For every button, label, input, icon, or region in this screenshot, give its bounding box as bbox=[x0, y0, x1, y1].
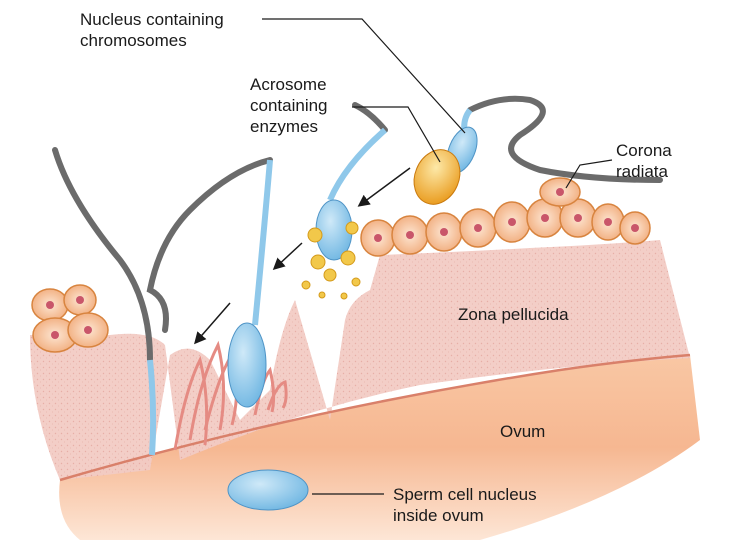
midpiece-far-left bbox=[150, 360, 153, 455]
tail-middle bbox=[355, 105, 385, 130]
tail-left bbox=[150, 160, 270, 330]
label-nucleus-line1: Nucleus containing bbox=[80, 9, 224, 30]
midpiece-left bbox=[255, 160, 270, 325]
label-corona-radiata: Corona radiata bbox=[616, 140, 672, 182]
arrow-3 bbox=[196, 303, 230, 342]
label-acrosome: Acrosome containing enzymes bbox=[250, 74, 328, 137]
label-corona-line2: radiata bbox=[616, 161, 672, 182]
label-nucleus-line2: chromosomes bbox=[80, 30, 224, 51]
label-sperm-nucleus-inside: Sperm cell nucleus inside ovum bbox=[393, 484, 537, 526]
label-acrosome-line1: Acrosome bbox=[250, 74, 328, 95]
arrow-2 bbox=[275, 243, 302, 268]
label-sperm-nucleus-line2: inside ovum bbox=[393, 505, 537, 526]
label-acrosome-line2: containing bbox=[250, 95, 328, 116]
label-ovum: Ovum bbox=[500, 421, 545, 442]
arrow-1 bbox=[360, 168, 410, 205]
sperm-nucleus-inside-ovum bbox=[228, 470, 308, 510]
sperm-head-left-nucleus bbox=[228, 323, 266, 407]
label-nucleus: Nucleus containing chromosomes bbox=[80, 9, 224, 51]
label-acrosome-line3: enzymes bbox=[250, 116, 328, 137]
label-zona-pellucida: Zona pellucida bbox=[458, 304, 569, 325]
label-sperm-nucleus-line1: Sperm cell nucleus bbox=[393, 484, 537, 505]
midpiece-middle bbox=[330, 130, 385, 200]
corona-cell-left-group bbox=[32, 285, 108, 352]
label-corona-line1: Corona bbox=[616, 140, 672, 161]
leader-acrosome bbox=[352, 107, 440, 162]
